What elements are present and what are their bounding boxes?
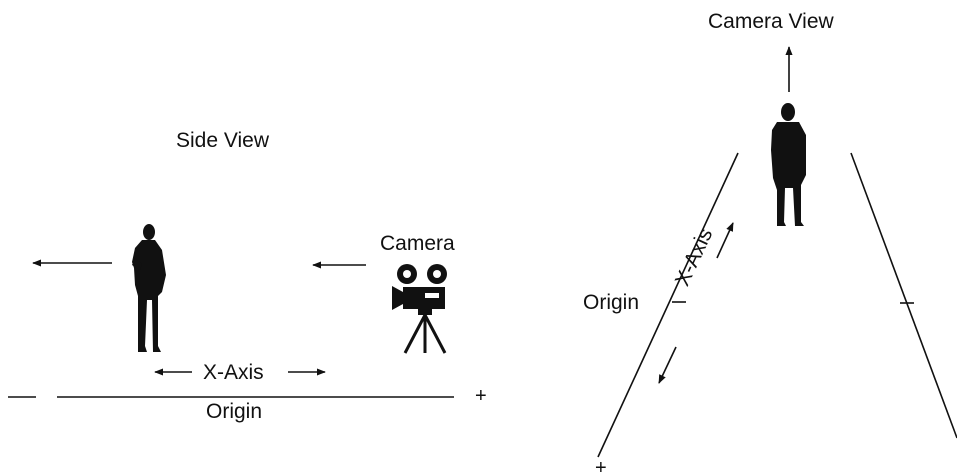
person-silhouette-icon <box>771 103 806 226</box>
diagonal-axis-down-arrow <box>658 346 677 384</box>
side-view-title: Side View <box>176 129 270 152</box>
diagonal-axis-up-arrow <box>716 222 734 259</box>
side-origin-label: Origin <box>206 400 262 423</box>
camera-view-panel: Camera View Origin X-Axis + <box>583 10 957 474</box>
right-perspective-line <box>850 152 957 439</box>
camera-x-axis-label: X-Axis <box>671 225 717 290</box>
side-view-panel: Side View Camera X-Axis <box>8 129 487 423</box>
person-silhouette-icon <box>132 224 166 352</box>
camera-plus-sign: + <box>595 457 607 474</box>
left-perspective-line <box>597 152 739 458</box>
camera-label: Camera <box>380 232 455 255</box>
movie-camera-on-tripod-icon <box>392 264 447 354</box>
plus-sign: + <box>475 385 487 407</box>
camera-view-title: Camera View <box>708 10 834 33</box>
camera-origin-label: Origin <box>583 291 639 314</box>
side-x-axis-label: X-Axis <box>203 361 264 384</box>
